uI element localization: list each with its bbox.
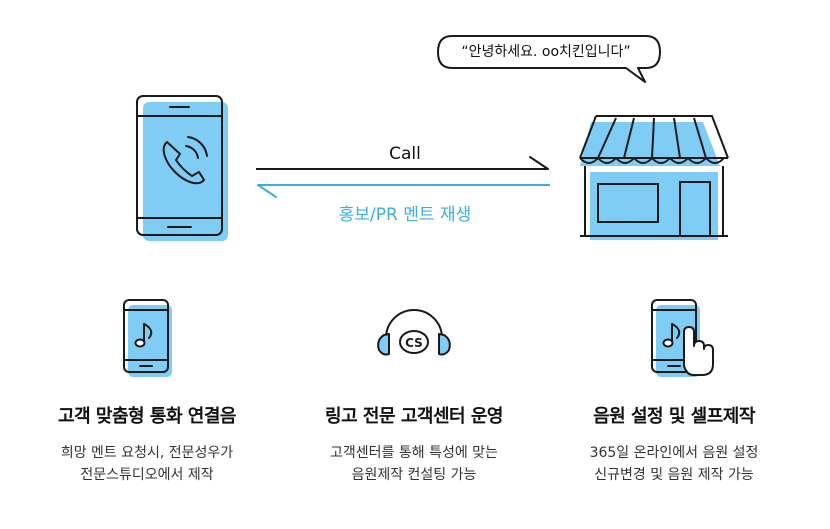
feature-description-line: 희망 멘트 요청시, 전문성우가 bbox=[60, 445, 234, 461]
speech-bubble bbox=[437, 35, 661, 83]
pr-label: 홍보/PR 멘트 재생 bbox=[338, 205, 472, 225]
music-note-icon bbox=[134, 323, 153, 348]
music-note-icon bbox=[662, 323, 681, 348]
feature-title: 고객 맞춤형 통화 연결음 bbox=[58, 406, 236, 427]
cs-logo-text: CS bbox=[405, 336, 423, 350]
music-phone-icon bbox=[123, 299, 172, 377]
store-icon bbox=[579, 115, 729, 240]
feature-description-line: 전문스튜디오에서 제작 bbox=[80, 467, 214, 483]
feature-title: 음원 설정 및 셀프제작 bbox=[593, 406, 755, 427]
phone-icon bbox=[136, 95, 228, 241]
handset-icon bbox=[162, 136, 208, 185]
feature-description: 고객센터를 통해 특성에 맞는 음원제작 컨설팅 가능 bbox=[276, 442, 552, 486]
pr-arrow bbox=[257, 184, 550, 198]
call-arrow bbox=[256, 156, 549, 170]
feature-description-line: 고객센터를 통해 특성에 맞는 bbox=[330, 445, 498, 461]
pointing-hand-icon bbox=[683, 326, 714, 376]
feature-description: 365일 온라인에서 음원 설정 신규변경 및 음원 제작 가능 bbox=[536, 442, 812, 486]
feature-description-line: 신규변경 및 음원 제작 가능 bbox=[594, 467, 754, 483]
feature-description-line: 음원제작 컨설팅 가능 bbox=[351, 467, 477, 483]
feature-description-line: 365일 온라인에서 음원 설정 bbox=[589, 445, 759, 461]
self-production-icon bbox=[651, 299, 714, 377]
cs-headset-icon: CS bbox=[377, 309, 451, 356]
call-label: Call bbox=[389, 144, 421, 164]
feature-title: 링고 전문 고객센터 운영 bbox=[325, 406, 503, 427]
speech-bubble-text: “안녕하세요. oo치킨입니다” bbox=[461, 44, 631, 60]
feature-description: 희망 멘트 요청시, 전문성우가 전문스튜디오에서 제작 bbox=[9, 442, 285, 486]
